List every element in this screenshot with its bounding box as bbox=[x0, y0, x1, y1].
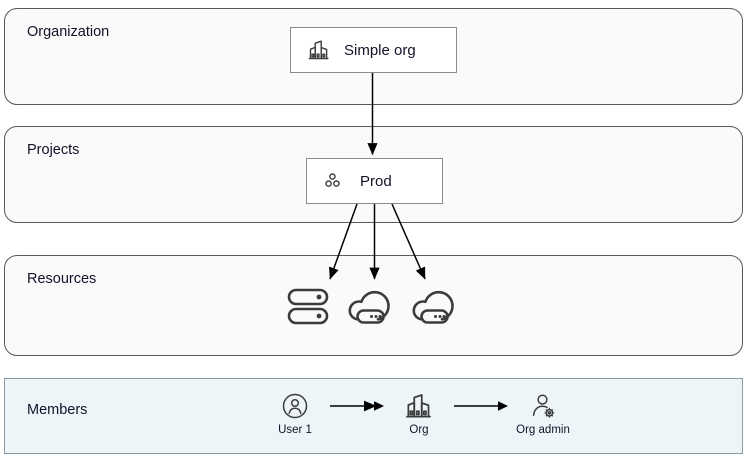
member-node-org[interactable]: Org bbox=[386, 391, 452, 436]
compute-instance-stack-icon[interactable] bbox=[286, 286, 330, 328]
resource-icon-group bbox=[286, 286, 458, 328]
panel-members: Members bbox=[4, 378, 743, 454]
panel-label-organization: Organization bbox=[27, 24, 110, 40]
panel-label-members: Members bbox=[27, 402, 88, 418]
node-simple-org[interactable]: Simple org bbox=[290, 27, 457, 73]
panel-label-resources: Resources bbox=[27, 271, 97, 287]
node-label-prod: Prod bbox=[360, 172, 392, 190]
member-node-org-admin[interactable]: Org admin bbox=[510, 391, 576, 436]
member-label-org-admin: Org admin bbox=[516, 424, 570, 436]
node-prod-project[interactable]: Prod bbox=[306, 158, 443, 204]
project-dots-icon bbox=[323, 169, 347, 193]
node-label-simple-org: Simple org bbox=[344, 41, 416, 59]
cloud-storage-disk-icon[interactable] bbox=[348, 286, 394, 328]
member-label-user-1: User 1 bbox=[278, 424, 312, 436]
panel-projects: Projects bbox=[4, 126, 743, 223]
panel-label-projects: Projects bbox=[27, 142, 80, 158]
organization-building-icon bbox=[307, 38, 331, 62]
member-label-org: Org bbox=[409, 424, 429, 436]
cloud-storage-disk-icon[interactable] bbox=[412, 286, 458, 328]
arrow-org-to-org-admin bbox=[454, 401, 508, 411]
user-gear-admin-icon bbox=[528, 391, 558, 421]
member-node-user-1[interactable]: User 1 bbox=[262, 391, 328, 436]
organization-building-icon bbox=[404, 391, 434, 421]
arrow-user-to-org bbox=[330, 400, 384, 412]
user-circle-icon bbox=[280, 391, 310, 421]
members-flow: User 1 Org bbox=[262, 391, 576, 436]
